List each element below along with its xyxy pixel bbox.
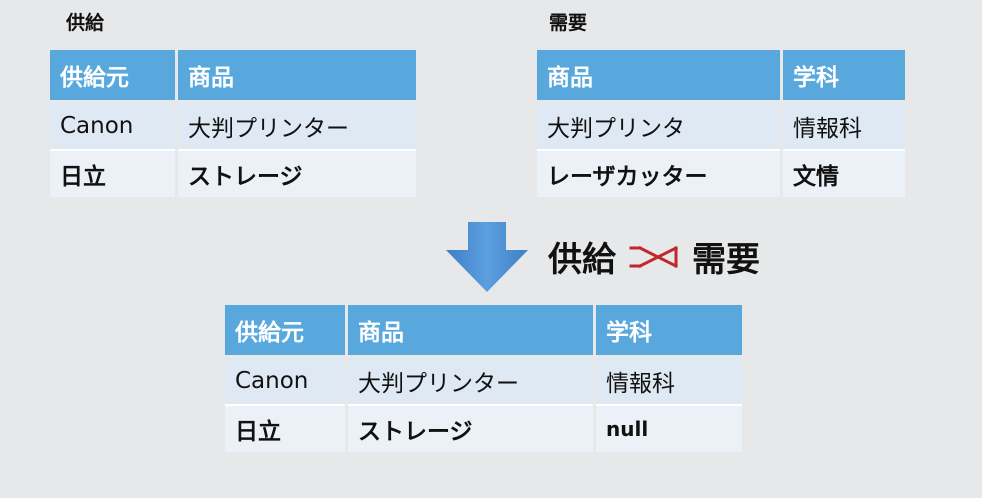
column-header: 供給元 <box>225 305 348 358</box>
table-cell: レーザカッター <box>537 150 783 197</box>
join-left-operand: 供給 <box>548 240 616 280</box>
join-right-operand: 需要 <box>692 240 760 280</box>
table-header-row: 商品 学科 <box>537 50 905 103</box>
table-cell: Canon <box>50 101 178 151</box>
table-header-row: 供給元 商品 <box>50 50 416 103</box>
table-cell: 大判プリンタ <box>537 101 783 151</box>
table-cell: 大判プリンター <box>346 356 596 406</box>
column-header: 学科 <box>594 305 742 358</box>
table-cell: ストレージ <box>176 150 416 197</box>
left-outer-join-icon <box>629 245 679 268</box>
table-row: 日立 ストレージ <box>50 150 416 197</box>
column-header: 商品 <box>346 305 596 358</box>
table-row: 大判プリンタ 情報科 <box>537 101 905 151</box>
table-row: Canon 大判プリンター 情報科 <box>225 356 742 406</box>
table-cell: ストレージ <box>346 405 596 452</box>
null-value-cell: null <box>594 405 742 452</box>
table-row: Canon 大判プリンター <box>50 101 416 151</box>
table-row: レーザカッター 文情 <box>537 150 905 197</box>
table-row: 日立 ストレージ null <box>225 405 742 452</box>
column-header: 商品 <box>176 50 416 103</box>
column-header: 供給元 <box>50 50 178 103</box>
table-cell: 文情 <box>781 150 905 197</box>
table-cell: 日立 <box>225 405 348 452</box>
down-arrow-icon <box>446 222 528 292</box>
result-table: 供給元 商品 学科 Canon 大判プリンター 情報科 日立 ストレージ nul… <box>225 305 742 452</box>
column-header: 商品 <box>537 50 783 103</box>
table-cell: 情報科 <box>594 356 742 406</box>
table-cell: 日立 <box>50 150 178 197</box>
demand-table-label: 需要 <box>549 12 588 34</box>
table-cell: 大判プリンター <box>176 101 416 151</box>
column-header: 学科 <box>781 50 905 103</box>
supply-table: 供給元 商品 Canon 大判プリンター 日立 ストレージ <box>50 50 416 197</box>
demand-table: 商品 学科 大判プリンタ 情報科 レーザカッター 文情 <box>537 50 905 197</box>
table-cell: 情報科 <box>781 101 905 151</box>
table-header-row: 供給元 商品 学科 <box>225 305 742 358</box>
table-cell: Canon <box>225 356 348 406</box>
join-expression: 供給 需要 <box>548 232 760 281</box>
supply-table-label: 供給 <box>66 12 105 34</box>
